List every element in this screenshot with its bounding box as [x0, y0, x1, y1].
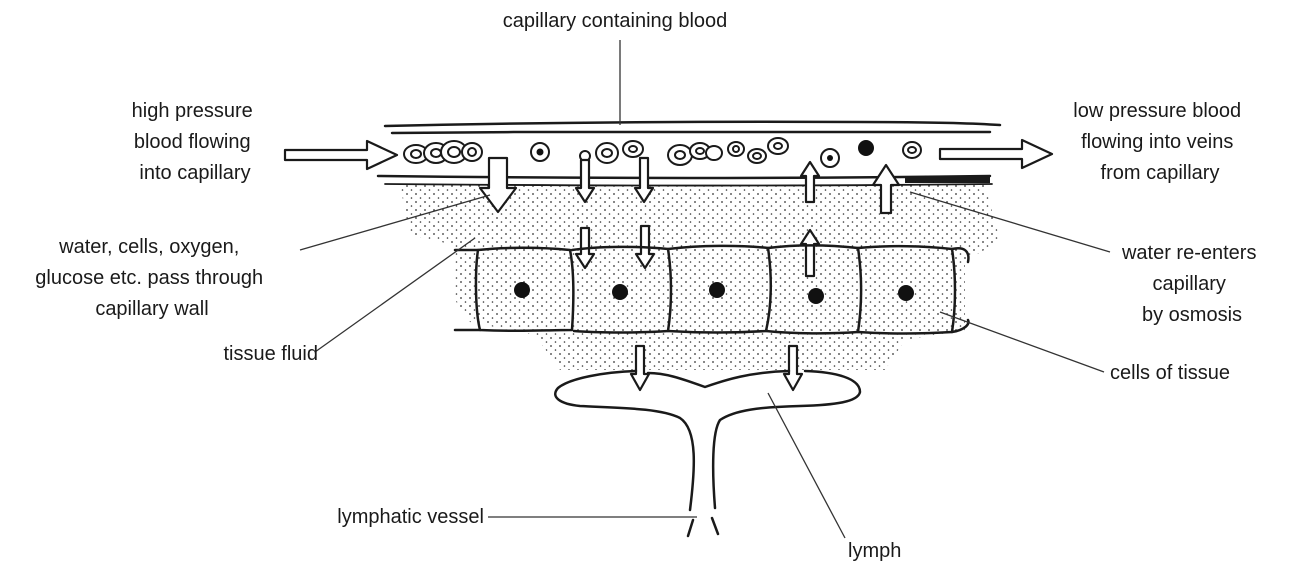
outflow-arrow: [940, 140, 1052, 168]
low-pressure-label: low pressure blood flowing into veins fr…: [1073, 100, 1246, 184]
lymphatic-vessel-label: lymphatic vessel: [337, 506, 484, 528]
water-reenters-label: water re-enters capillary by osmosis: [1121, 242, 1262, 326]
water-cells-label: water, cells, oxygen, glucose etc. pass …: [35, 236, 268, 320]
lymph-label: lymph: [848, 540, 901, 562]
inflow-arrow: [285, 141, 397, 169]
cells-of-tissue-label: cells of tissue: [1110, 362, 1230, 384]
high-pressure-label: high pressure blood flowing into capilla…: [132, 100, 259, 184]
capillary-label: capillary containing blood: [503, 10, 728, 32]
red-blood-cells: [404, 138, 921, 167]
tissue-fluid-region: [400, 185, 1000, 370]
tissue-fluid-label: tissue fluid: [224, 343, 319, 365]
lymphatic-vessel-shape: [555, 371, 860, 536]
